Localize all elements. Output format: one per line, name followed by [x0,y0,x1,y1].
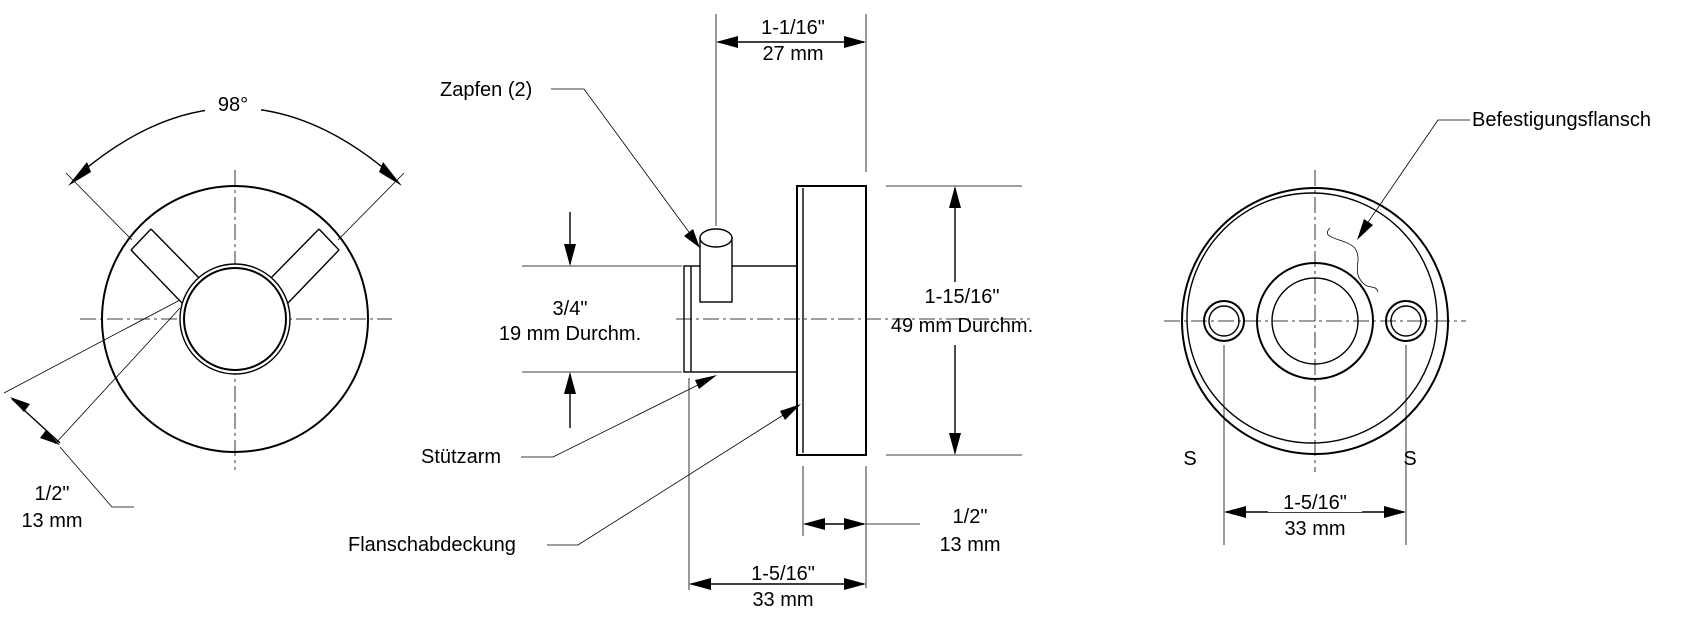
offset-label-in: 1/2" [35,483,70,505]
angle-arrow-right [379,162,402,186]
flange-thick-in: 1/2" [953,506,988,528]
s-right: S [1403,448,1416,470]
depth-top-mm: 27 mm [762,43,823,65]
flange-squiggle [1327,227,1379,293]
angle-label: 98° [218,94,248,116]
offset-arrow-1 [10,397,30,412]
side-view: 1-1/16" 27 mm Zapfen (2) 3/4" 19 mm Durc… [348,12,1033,611]
mount-flange-leader [1361,119,1470,232]
rear-hole-left-outer [1203,300,1245,342]
rear-view: Befestigungsflansch S S 1-5/16" 33 mm [1164,109,1651,545]
flange-dia-in: 1-15/16" [925,286,1000,308]
angle-ext-right [337,172,405,241]
angle-arrow-left [68,162,91,186]
offset-ext-1 [3,299,181,394]
front-flange-circle [101,185,369,453]
arm-label: Stützarm [421,446,501,468]
cover-label: Flanschabdeckung [348,534,516,556]
rear-mount-flange [1186,192,1438,444]
total-depth-mm: 33 mm [752,589,813,611]
cover-leader [547,406,797,546]
total-depth-in: 1-5/16" [751,563,815,585]
side-flange [796,185,867,456]
angle-arc [76,107,394,177]
front-view: 98° 1/2" 13 mm [3,86,405,532]
arm-dia-in: 3/4" [553,298,588,320]
pin-label: Zapfen (2) [440,79,532,101]
front-arm-outer [179,263,291,375]
flange-thick-mm: 13 mm [939,534,1000,556]
mount-flange-label: Befestigungsflansch [1472,109,1651,131]
right-pin [266,228,340,304]
s-left: S [1183,448,1196,470]
hole-spacing-mm: 33 mm [1284,518,1345,540]
front-arm-inner [183,267,287,371]
rear-hole-right-inner [1390,305,1422,337]
offset-ext-2 [54,307,181,445]
rear-hole-right-outer [1385,300,1427,342]
rear-outer-circle [1181,187,1449,455]
depth-top-in: 1-1/16" [761,17,825,39]
rear-center-ring-outer [1256,262,1374,380]
side-pin-top [699,228,733,248]
arm-leader [521,377,713,458]
pin-leader [551,88,695,240]
offset-label-mm: 13 mm [21,510,82,532]
hole-spacing-in: 1-5/16" [1283,492,1347,514]
left-pin [130,228,204,304]
angle-ext-left [65,172,133,241]
flange-dia-mm: 49 mm Durchm. [891,315,1033,337]
side-arm [683,265,798,373]
rear-hole-left-inner [1208,305,1240,337]
offset-leader [59,446,134,508]
offset-arrow-2 [40,430,60,445]
rear-center-ring-inner [1271,277,1359,365]
arm-dia-mm: 19 mm Durchm. [499,323,641,345]
